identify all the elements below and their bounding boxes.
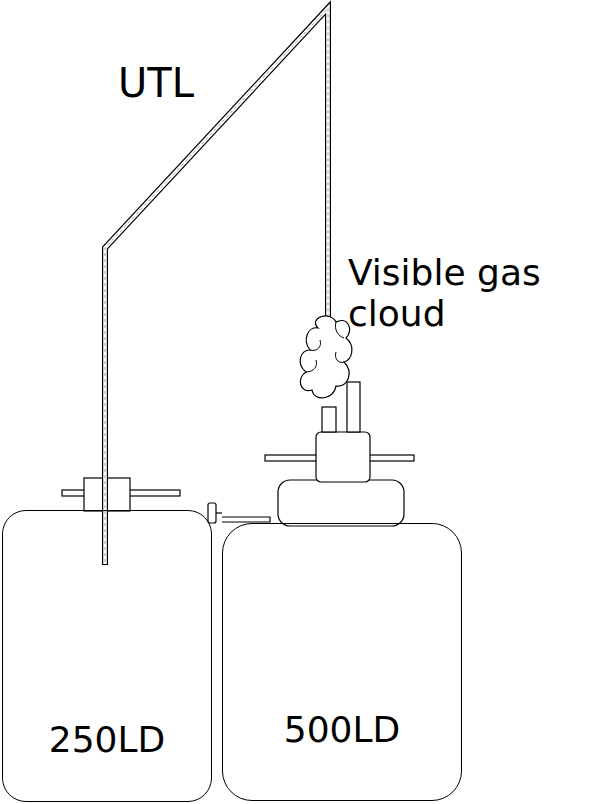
bottle-body: 500LD bbox=[222, 523, 462, 801]
bottle-body: 250LD bbox=[2, 510, 212, 802]
valve-stem bbox=[216, 512, 222, 513]
tube-outline bbox=[105, 8, 328, 565]
vent-tube bbox=[322, 407, 336, 432]
valve-handle bbox=[208, 503, 216, 523]
bottle-label: 500LD bbox=[223, 709, 461, 750]
tube-center bbox=[105, 8, 328, 562]
tube-bore bbox=[105, 8, 328, 564]
side-valve bbox=[222, 517, 270, 522]
vent-tube bbox=[347, 382, 360, 432]
gas-cloud bbox=[300, 316, 352, 398]
cloud-detail bbox=[306, 322, 344, 372]
bottle-label: 250LD bbox=[3, 719, 211, 760]
bottle-shoulder bbox=[278, 480, 404, 526]
tube-label: UTL bbox=[118, 60, 278, 106]
bottle-neck bbox=[316, 432, 370, 482]
cloud-label: Visible gas cloud bbox=[348, 252, 592, 335]
